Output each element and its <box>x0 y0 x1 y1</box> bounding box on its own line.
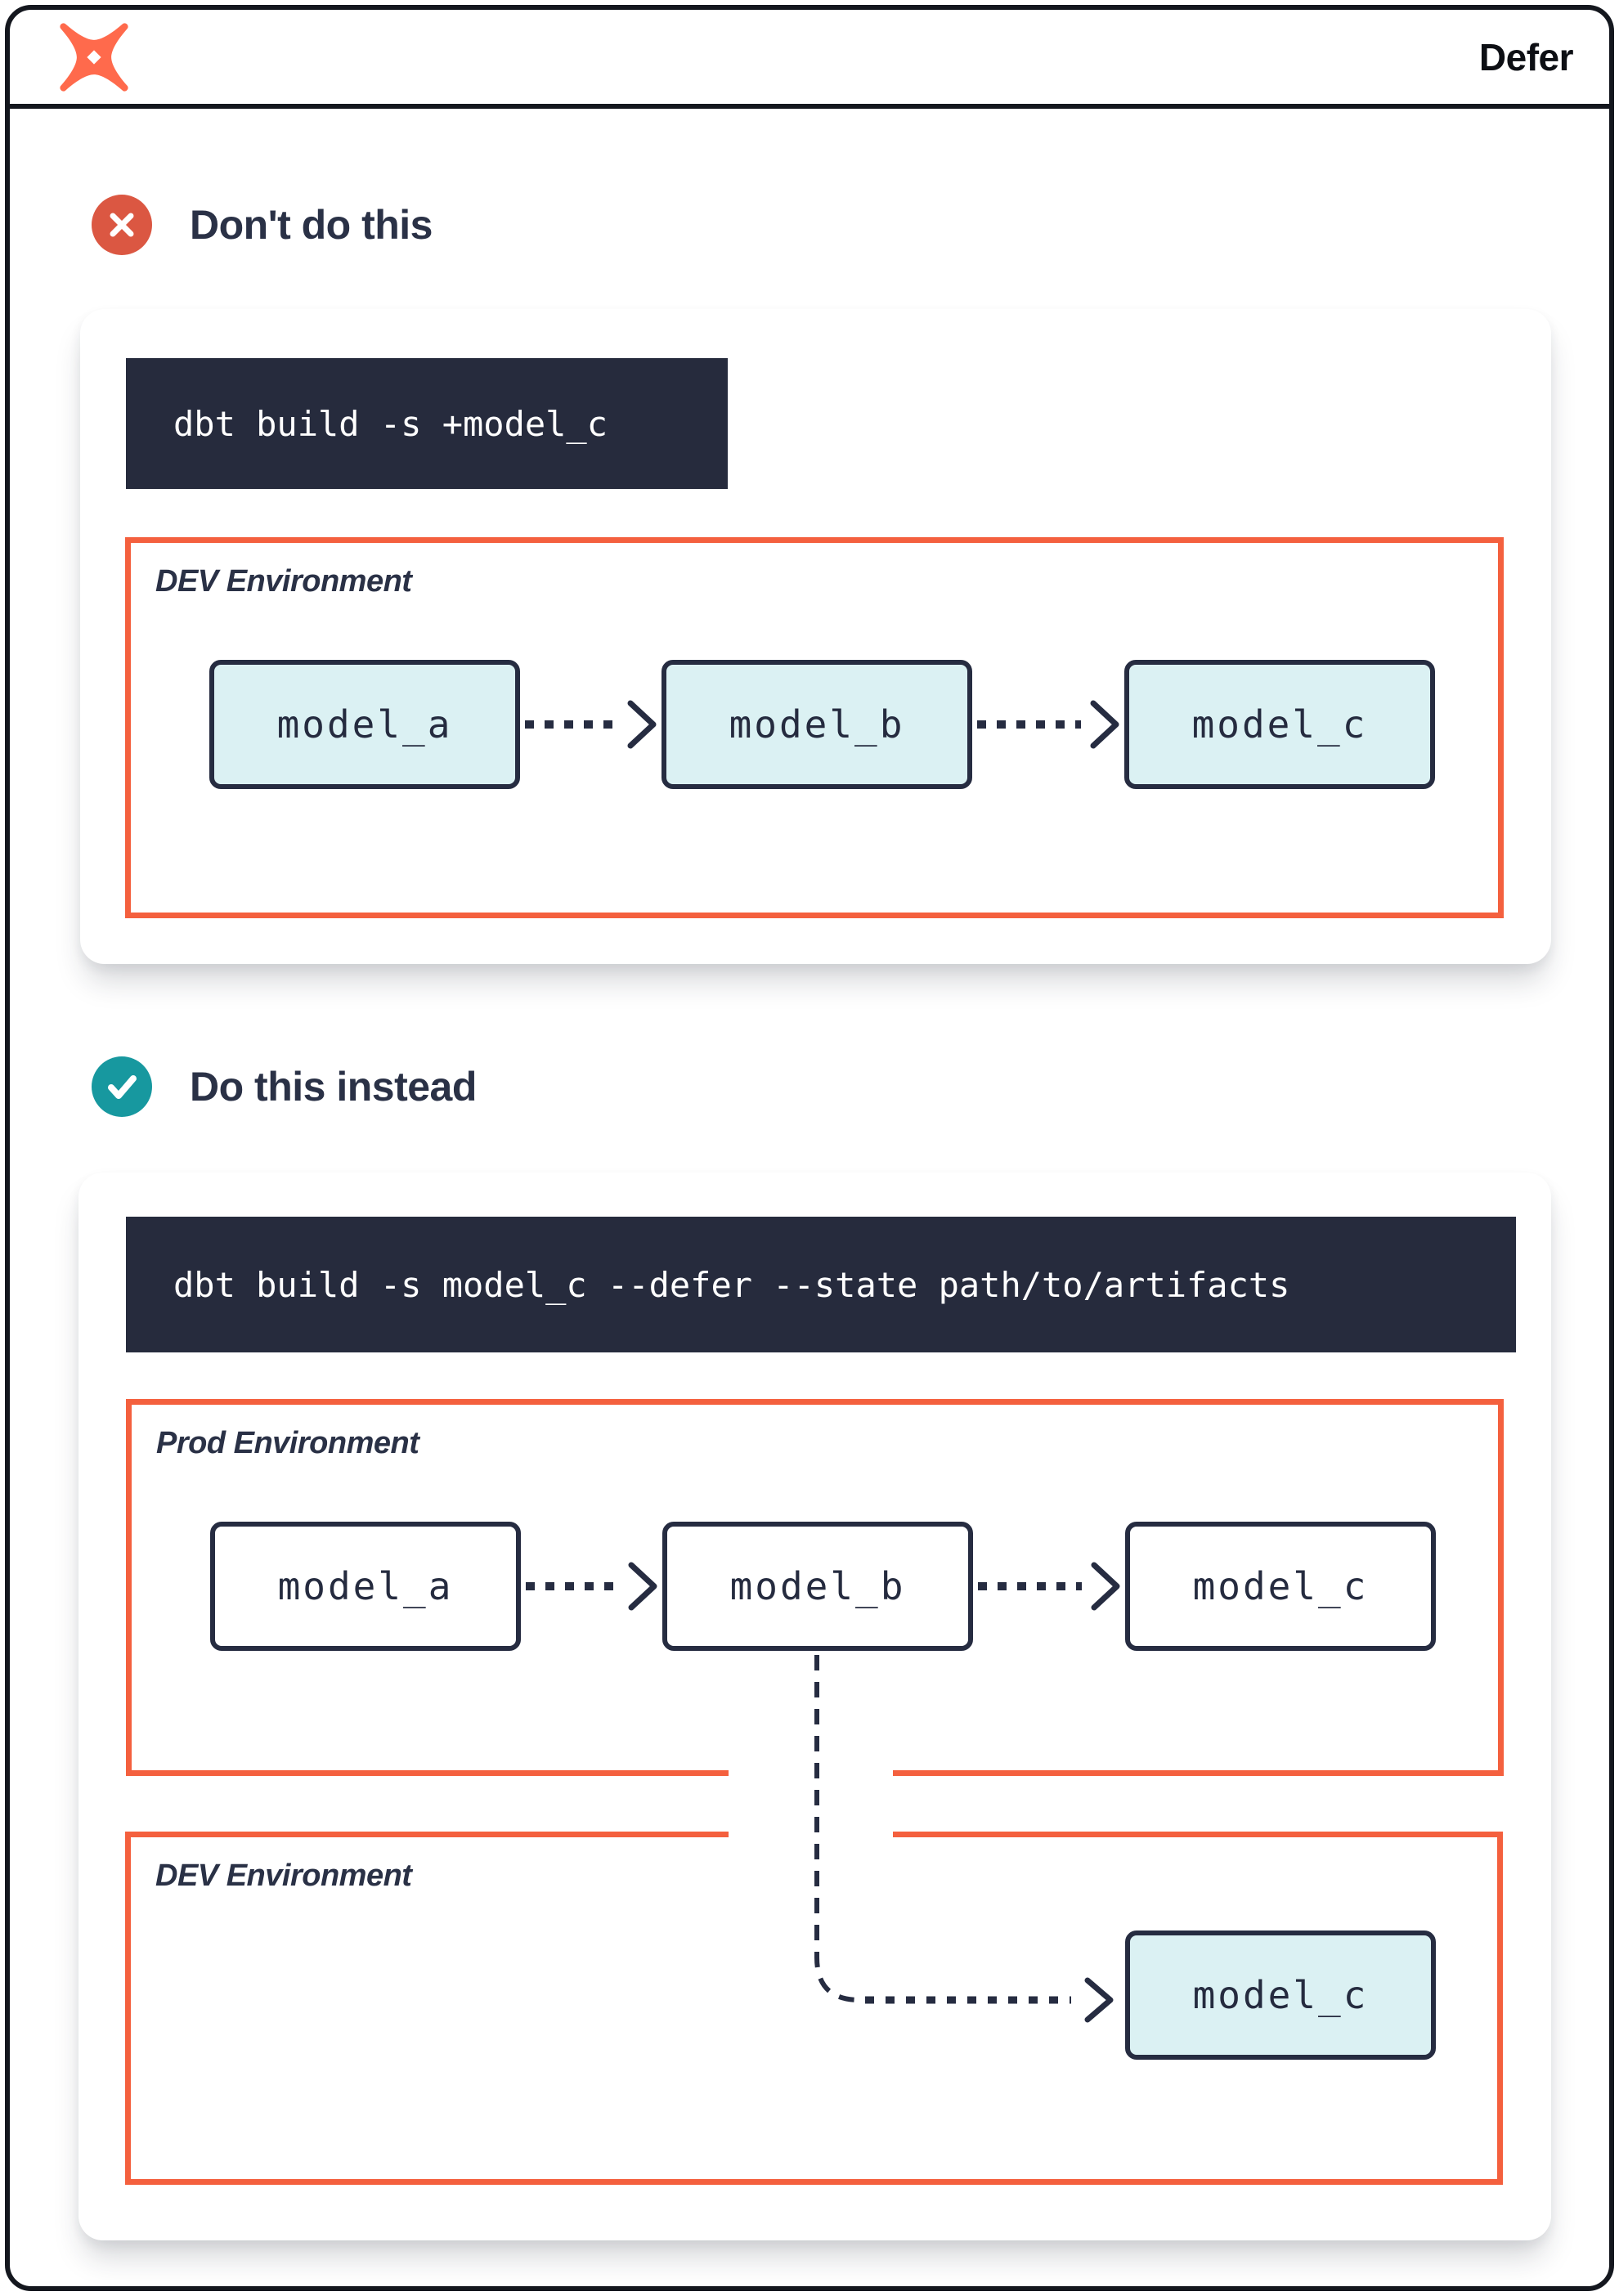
model-box-prod-a: model_a <box>210 1522 521 1651</box>
slide-frame: Defer Don't do this dbt build -s +model_… <box>5 5 1614 2291</box>
dont-dev-env-box: DEV Environment model_a model_b model_c <box>125 537 1504 918</box>
model-box-dev-b: model_b <box>662 660 972 789</box>
model-label: model_a <box>277 1564 454 1608</box>
model-box-dev-c: model_c <box>1124 660 1435 789</box>
prod-border-gap <box>729 1768 893 1779</box>
do-dev-env-box: DEV Environment model_c <box>125 1832 1503 2185</box>
do-heading-text: Do this instead <box>190 1064 477 1110</box>
dont-command-text: dbt build -s +model_c <box>173 403 608 444</box>
model-label: model_c <box>1191 702 1368 747</box>
dont-command-code-block: dbt build -s +model_c <box>126 358 728 489</box>
model-label: model_c <box>1192 1564 1369 1608</box>
model-label: model_a <box>276 702 453 747</box>
do-dev-env-label: DEV Environment <box>155 1859 412 1893</box>
dont-section-heading: Don't do this <box>92 195 433 255</box>
model-box-prod-b: model_b <box>662 1522 973 1651</box>
dont-heading-text: Don't do this <box>190 202 433 248</box>
prod-env-box: Prod Environment model_a model_b model_c <box>126 1399 1504 1776</box>
do-command-code-block: dbt build -s model_c --defer --state pat… <box>126 1217 1516 1352</box>
dont-card: dbt build -s +model_c DEV Environment mo… <box>80 309 1551 964</box>
dbt-logo-icon <box>60 22 128 92</box>
model-box-prod-c: model_c <box>1125 1522 1436 1651</box>
model-label: model_c <box>1192 1973 1369 2017</box>
dont-dev-env-label: DEV Environment <box>155 564 412 599</box>
header-bar: Defer <box>10 10 1609 109</box>
x-circle-icon <box>92 195 152 255</box>
dev-border-gap <box>729 1828 893 1840</box>
model-box-dev2-c: model_c <box>1125 1931 1436 2060</box>
model-label: model_b <box>729 702 905 747</box>
do-section-heading: Do this instead <box>92 1056 477 1117</box>
model-label: model_b <box>729 1564 906 1608</box>
do-card: dbt build -s model_c --defer --state pat… <box>78 1173 1551 2240</box>
page-title: Defer <box>1478 35 1574 78</box>
do-command-text: dbt build -s model_c --defer --state pat… <box>173 1264 1290 1305</box>
prod-env-label: Prod Environment <box>156 1426 419 1460</box>
model-box-dev-a: model_a <box>209 660 520 789</box>
check-circle-icon <box>92 1056 152 1117</box>
